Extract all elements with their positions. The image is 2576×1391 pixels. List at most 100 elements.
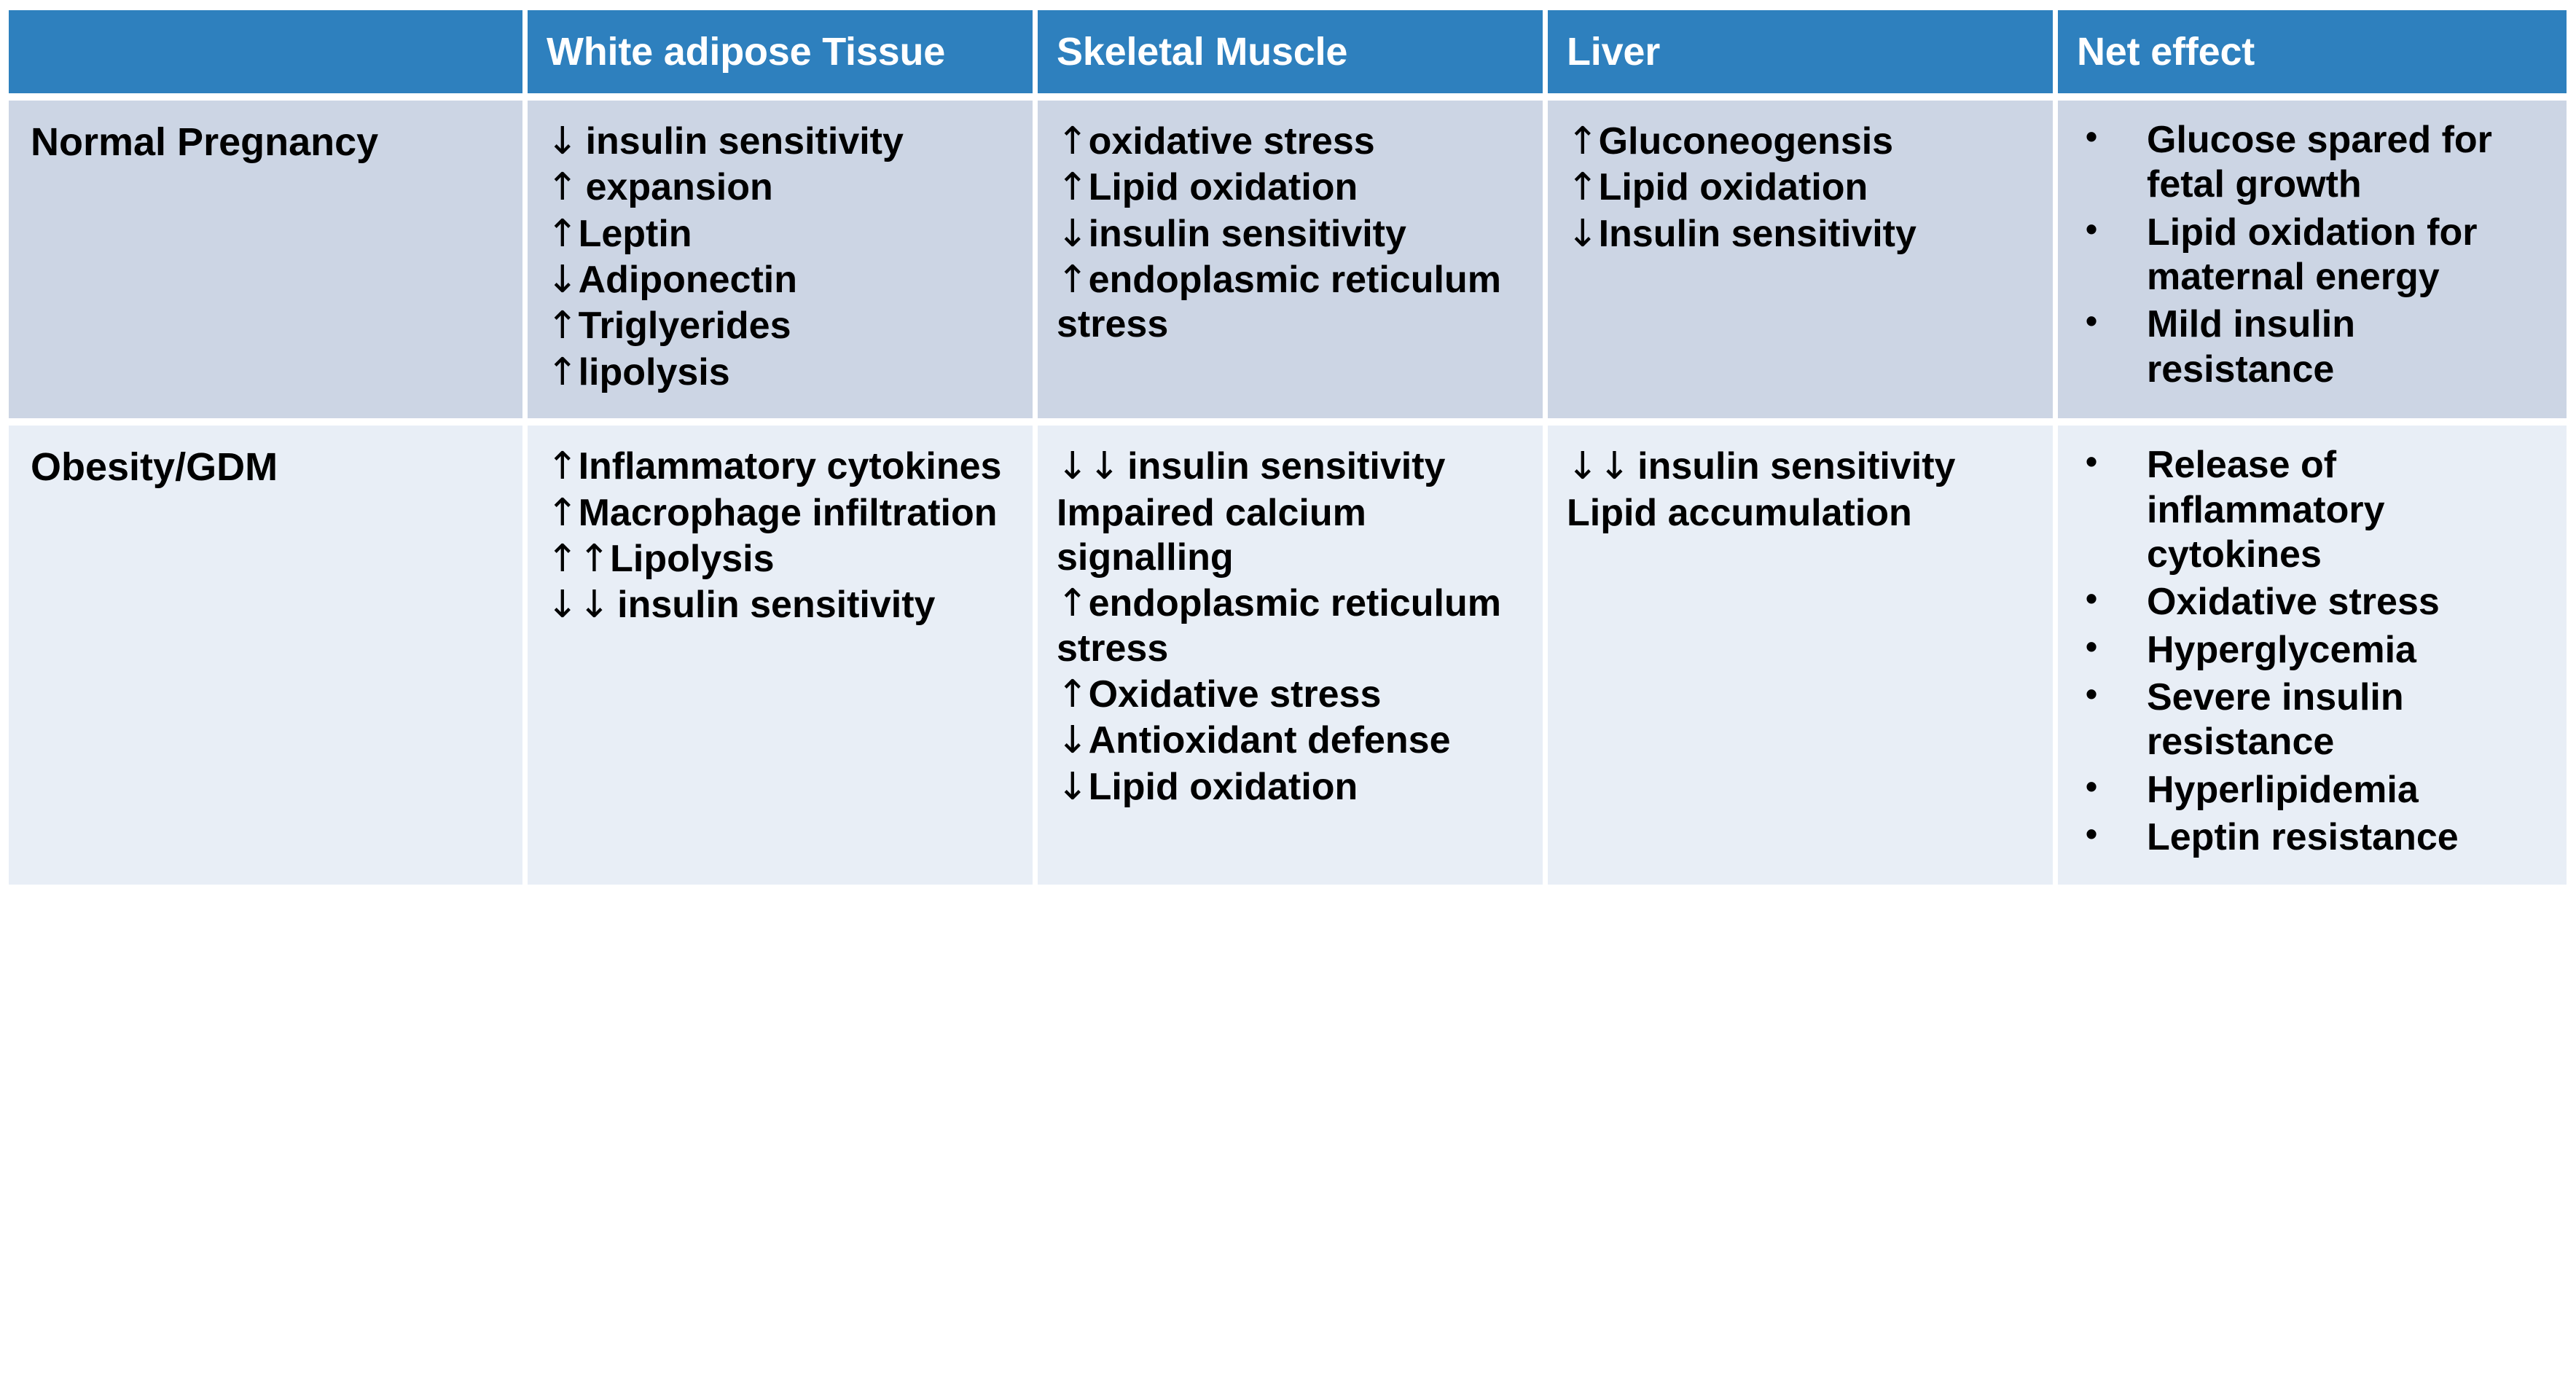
list-item-label: Insulin sensitivity xyxy=(1598,212,1917,255)
up-arrow-icon: ↑ xyxy=(547,211,579,256)
down-arrow-icon: ↓ xyxy=(547,119,579,163)
cell-obesity-gdm-white-adipose-tissue: ↑Inflammatory cytokines↑Macrophage infil… xyxy=(528,418,1038,885)
bullet-item: Mild insulin resistance xyxy=(2077,301,2552,392)
cell-normal-pregnancy-net-effect: Glucose spared for fetal growthLipid oxi… xyxy=(2058,93,2567,419)
list-item: ↑Inflammatory cytokines xyxy=(547,444,1018,489)
bullet-item-label: Oxidative stress xyxy=(2147,581,2440,624)
list-item: ↓↓insulin sensitivity xyxy=(547,583,1018,627)
list-item-label: Adiponectin xyxy=(578,259,797,302)
list-item: ↑expansion xyxy=(547,165,1018,210)
up-arrow-icon: ↑ xyxy=(547,165,579,210)
bullet-item-label: Mild insulin resistance xyxy=(2147,303,2355,391)
arrow-list: ↑oxidative stress↑Lipid oxidation↓insuli… xyxy=(1057,119,1528,348)
list-item: ↓Insulin sensitivity xyxy=(1567,212,2038,256)
table-body: Normal Pregnancy ↓insulin sensitivity↑ex… xyxy=(9,93,2567,885)
list-item-label: insulin sensitivity xyxy=(1127,445,1446,488)
list-item: ↓Adiponectin xyxy=(547,258,1018,302)
list-item: ↑Macrophage infiltration xyxy=(547,491,1018,536)
list-item-label: Inflammatory cytokines xyxy=(578,445,1002,488)
list-item-label: endoplasmic reticulum stress xyxy=(1057,259,1501,346)
column-header-blank xyxy=(9,10,528,93)
list-item: ↑Gluconeogensis xyxy=(1567,119,2038,164)
bullet-item: Hyperlipidemia xyxy=(2077,767,2552,812)
list-item-label: Lipid oxidation xyxy=(1088,166,1358,209)
list-item: ↑Triglyerides xyxy=(547,304,1018,348)
bullet-list: Release of inflammatory cytokinesOxidati… xyxy=(2077,442,2552,860)
up-arrow-icon: ↑ xyxy=(1057,672,1089,716)
list-item: ↑↑Lipolysis xyxy=(547,537,1018,581)
list-item: ↓Antioxidant defense xyxy=(1057,718,1528,763)
table-row-normal-pregnancy: Normal Pregnancy ↓insulin sensitivity↑ex… xyxy=(9,93,2567,419)
up-arrow-icon: ↑ xyxy=(547,490,579,535)
list-item-label: Oxidative stress xyxy=(1088,673,1382,716)
up-arrow-icon: ↑ xyxy=(1567,119,1599,163)
up-arrow-icon: ↑ xyxy=(1567,165,1599,210)
list-item: ↑Oxidative stress xyxy=(1057,673,1528,717)
column-header-liver: Liver xyxy=(1548,10,2058,93)
list-item: Lipid accumulation xyxy=(1567,491,2038,536)
up-arrow-icon: ↑ xyxy=(1057,165,1089,210)
list-item-label: oxidative stress xyxy=(1088,120,1375,162)
arrow-list: ↓insulin sensitivity↑expansion↑Leptin↓Ad… xyxy=(547,119,1018,395)
down-arrow-icon: ↓↓ xyxy=(547,583,611,627)
down-arrow-icon: ↓ xyxy=(547,258,579,302)
row-header-normal-pregnancy: Normal Pregnancy xyxy=(9,93,528,419)
list-item-label: Triglyerides xyxy=(578,305,791,348)
bullet-item: Oxidative stress xyxy=(2077,579,2552,624)
up-arrow-icon: ↑ xyxy=(1057,258,1089,302)
list-item-label: Antioxidant defense xyxy=(1088,719,1451,762)
list-item: ↓↓insulin sensitivity xyxy=(1057,444,1528,489)
bullet-item-label: Leptin resistance xyxy=(2147,816,2459,859)
up-arrow-icon: ↑ xyxy=(547,350,579,394)
list-item-label: Lipid accumulation xyxy=(1567,491,1912,534)
list-item-label: Lipolysis xyxy=(610,537,775,580)
table-header: White adipose Tissue Skeletal Muscle Liv… xyxy=(9,10,2567,93)
table: White adipose Tissue Skeletal Muscle Liv… xyxy=(9,10,2567,885)
list-item-label: Gluconeogensis xyxy=(1598,120,1894,162)
list-item: ↑oxidative stress xyxy=(1057,119,1528,164)
bullet-item-label: Hyperglycemia xyxy=(2147,628,2416,671)
down-arrow-icon: ↓↓ xyxy=(1057,444,1121,489)
list-item-label: insulin sensitivity xyxy=(585,120,904,162)
bullet-item-label: Release of inflammatory cytokines xyxy=(2147,444,2385,576)
list-item-label: endoplasmic reticulum stress xyxy=(1057,582,1501,670)
list-item-label: Leptin xyxy=(578,212,692,255)
list-item: Impaired calcium signalling xyxy=(1057,491,1528,581)
list-item: ↓↓insulin sensitivity xyxy=(1567,444,2038,489)
bullet-item: Severe insulin resistance xyxy=(2077,674,2552,765)
list-item: ↑lipolysis xyxy=(547,350,1018,395)
bullet-item: Leptin resistance xyxy=(2077,814,2552,860)
down-arrow-icon: ↓ xyxy=(1057,764,1089,809)
up-arrow-icon: ↑ xyxy=(547,304,579,348)
list-item: ↑Leptin xyxy=(547,212,1018,256)
bullet-item-label: Lipid oxidation for maternal energy xyxy=(2147,211,2478,299)
list-item-label: Lipid oxidation xyxy=(1088,765,1358,808)
cell-normal-pregnancy-liver: ↑Gluconeogensis↑Lipid oxidation↓Insulin … xyxy=(1548,93,2058,419)
list-item: ↓insulin sensitivity xyxy=(547,119,1018,164)
cell-normal-pregnancy-white-adipose-tissue: ↓insulin sensitivity↑expansion↑Leptin↓Ad… xyxy=(528,93,1038,419)
cell-normal-pregnancy-skeletal-muscle: ↑oxidative stress↑Lipid oxidation↓insuli… xyxy=(1038,93,1548,419)
list-item-label: lipolysis xyxy=(578,350,730,393)
row-header-obesity-gdm: Obesity/GDM xyxy=(9,418,528,885)
list-item-label: Lipid oxidation xyxy=(1598,166,1868,209)
cell-obesity-gdm-net-effect: Release of inflammatory cytokinesOxidati… xyxy=(2058,418,2567,885)
header-row: White adipose Tissue Skeletal Muscle Liv… xyxy=(9,10,2567,93)
up-arrow-icon: ↑↑ xyxy=(547,536,611,581)
bullet-item: Release of inflammatory cytokines xyxy=(2077,442,2552,577)
column-header-net-effect: Net effect xyxy=(2058,10,2567,93)
list-item-label: insulin sensitivity xyxy=(617,584,936,627)
up-arrow-icon: ↑ xyxy=(1057,581,1089,626)
list-item-label: insulin sensitivity xyxy=(1088,212,1406,255)
down-arrow-icon: ↓ xyxy=(1567,211,1599,256)
list-item-label: insulin sensitivity xyxy=(1637,445,1956,488)
list-item: ↑Lipid oxidation xyxy=(1057,165,1528,210)
list-item-label: Impaired calcium signalling xyxy=(1057,491,1366,579)
bullet-item: Hyperglycemia xyxy=(2077,627,2552,673)
up-arrow-icon: ↑ xyxy=(547,444,579,489)
list-item-label: Macrophage infiltration xyxy=(578,491,998,534)
down-arrow-icon: ↓↓ xyxy=(1567,444,1631,489)
bullet-item: Lipid oxidation for maternal energy xyxy=(2077,209,2552,300)
